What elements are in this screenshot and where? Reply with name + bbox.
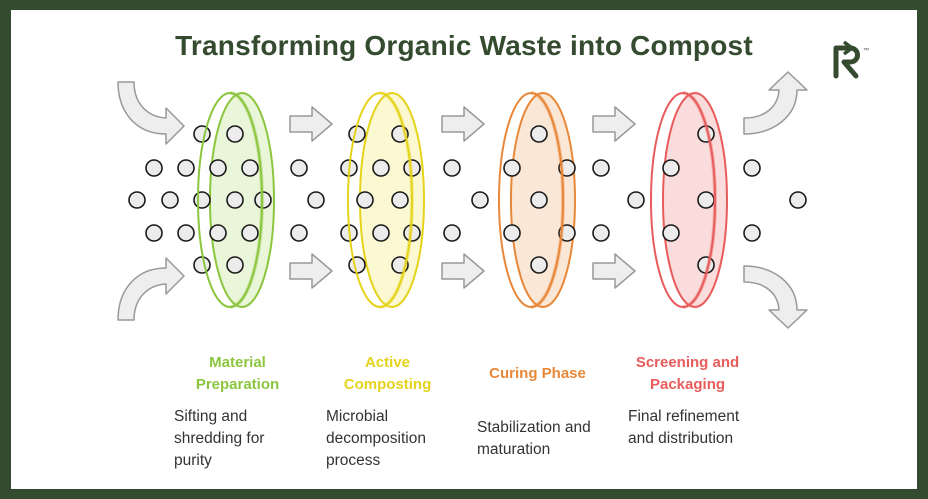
particle — [193, 256, 211, 274]
particle — [193, 191, 211, 209]
particle — [697, 191, 715, 209]
particle — [290, 224, 308, 242]
particle — [503, 224, 521, 242]
output-arrow-bottom-icon — [743, 265, 808, 329]
particle — [627, 191, 645, 209]
particle — [177, 159, 195, 177]
particle — [530, 256, 548, 274]
stage-desc-material-preparation: Sifting and shredding for purity — [174, 408, 265, 469]
stage-ring-front — [197, 92, 263, 308]
stage-ring-front — [650, 92, 716, 308]
particle — [356, 191, 374, 209]
particle — [530, 125, 548, 143]
stage-ring-back — [662, 92, 728, 308]
particle — [471, 191, 489, 209]
particle — [592, 224, 610, 242]
canvas — [11, 10, 917, 489]
stage-label-material-preparation: Material Preparation — [195, 354, 280, 393]
particle — [443, 159, 461, 177]
output-arrow-top-icon — [743, 71, 808, 135]
stage-ring-front — [498, 92, 564, 308]
flow-arrow-icon — [592, 106, 636, 142]
stage-ring-rim — [530, 91, 565, 309]
stage-ring-rim — [229, 91, 264, 309]
particle — [743, 224, 761, 242]
particle — [226, 256, 244, 274]
stage-label-active-composting: Active Composting — [343, 354, 432, 393]
particle — [193, 125, 211, 143]
particle — [128, 191, 146, 209]
particle — [290, 159, 308, 177]
page-title: Transforming Organic Waste into Compost — [175, 30, 753, 61]
particle — [241, 224, 259, 242]
particle — [503, 159, 521, 177]
particle — [209, 159, 227, 177]
particle — [743, 159, 761, 177]
particle — [662, 224, 680, 242]
stage-ring-front — [347, 92, 413, 308]
particle — [443, 224, 461, 242]
stage-desc-active-composting: Microbial decomposition process — [326, 408, 426, 469]
particle — [145, 159, 163, 177]
stage-ring-rim — [379, 91, 414, 309]
stage-label-curing-phase: Curing Phase — [489, 365, 586, 382]
particle — [177, 224, 195, 242]
particle — [241, 159, 259, 177]
particle — [789, 191, 807, 209]
particle — [372, 224, 390, 242]
stage-ring-rim — [682, 91, 717, 309]
particle — [226, 125, 244, 143]
particle — [145, 224, 163, 242]
particle — [372, 159, 390, 177]
particle — [209, 224, 227, 242]
particle — [558, 224, 576, 242]
input-arrow-bottom-icon — [117, 257, 185, 321]
particle — [307, 191, 325, 209]
flow-arrow-icon — [289, 253, 333, 289]
flow-arrow-icon — [441, 253, 485, 289]
particle — [592, 159, 610, 177]
stage-label-screening-packaging: Screening and Packaging — [635, 354, 740, 393]
input-arrow-top-icon — [117, 81, 185, 145]
particle — [161, 191, 179, 209]
stage-desc-screening-packaging: Final refinement and distribution — [628, 408, 740, 447]
r-logo-icon: ™ — [833, 40, 869, 79]
particle — [391, 191, 409, 209]
particle — [348, 256, 366, 274]
particle — [530, 191, 548, 209]
flow-arrow-icon — [441, 106, 485, 142]
particle — [226, 191, 244, 209]
particle — [662, 159, 680, 177]
particle — [558, 159, 576, 177]
flow-arrow-icon — [289, 106, 333, 142]
svg-text:™: ™ — [863, 47, 869, 54]
flow-arrow-icon — [592, 253, 636, 289]
stage-desc-curing-phase: Stabilization and maturation — [477, 419, 591, 458]
